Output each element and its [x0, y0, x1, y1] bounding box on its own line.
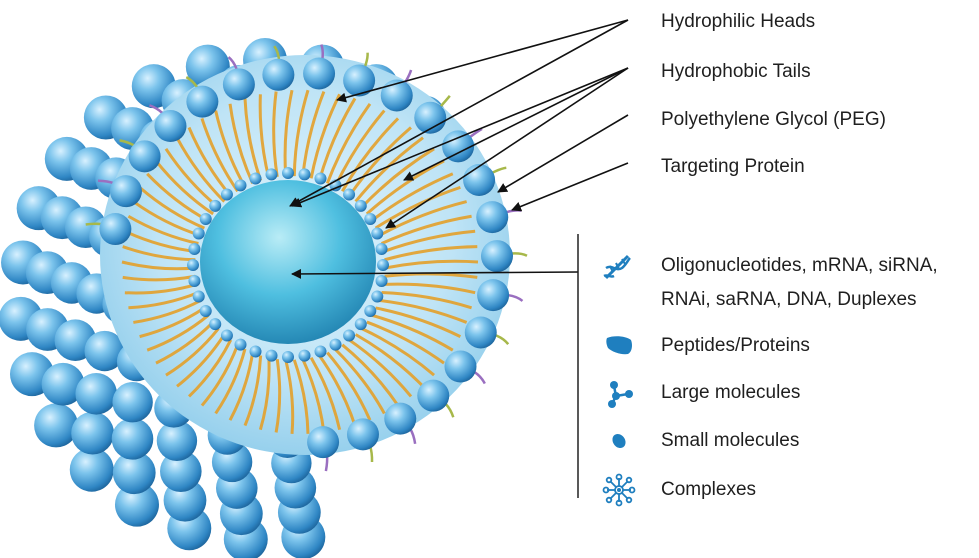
inner-head-ball — [364, 213, 376, 225]
rim-head-ball — [476, 201, 508, 233]
rim-head-ball — [465, 316, 497, 348]
rim-head-ball — [186, 86, 218, 118]
lipid-head-ball — [71, 412, 114, 455]
inner-head-ball — [200, 305, 212, 317]
annotation-arrow — [337, 20, 628, 100]
inner-head-ball — [377, 259, 389, 271]
inner-head-ball — [343, 189, 355, 201]
inner-head-ball — [250, 173, 262, 185]
rim-head-ball — [444, 351, 476, 383]
inner-head-ball — [298, 168, 310, 180]
inner-head-ball — [282, 167, 294, 179]
inner-head-ball — [235, 179, 247, 191]
rim-head-ball — [154, 110, 186, 142]
small-molecule-icon — [602, 424, 636, 458]
lipid-head-ball — [112, 418, 154, 460]
lipid-head-ball — [75, 373, 117, 415]
inner-head-ball — [371, 290, 383, 302]
inner-head-ball — [355, 318, 367, 330]
inner-head-ball — [266, 350, 278, 362]
inner-head-ball — [376, 275, 388, 287]
rim-head-ball — [347, 418, 379, 450]
inner-head-ball — [376, 243, 388, 255]
inner-head-ball — [193, 228, 205, 240]
annotation-arrow — [512, 163, 628, 210]
rim-head-ball — [463, 164, 495, 196]
inner-head-ball — [250, 345, 262, 357]
inner-head-ball — [330, 339, 342, 351]
label-hydrophilic-heads: Hydrophilic Heads — [661, 9, 815, 35]
inner-head-ball — [188, 243, 200, 255]
rim-head-ball — [307, 426, 339, 458]
inner-head-ball — [200, 213, 212, 225]
cargo-label-nucleic-acids-line2: RNAi, saRNA, DNA, Duplexes — [661, 287, 917, 313]
inner-head-ball — [235, 339, 247, 351]
inner-head-ball — [188, 275, 200, 287]
rim-head-ball — [442, 130, 474, 162]
rim-head-ball — [110, 175, 142, 207]
inner-head-ball — [314, 345, 326, 357]
rim-head-ball — [99, 213, 131, 245]
rim-head-ball — [343, 65, 375, 97]
inner-head-ball — [221, 329, 233, 341]
rim-head-ball — [303, 57, 335, 89]
large-molecule-icon — [602, 376, 636, 410]
cargo-label-nucleic-acids-line1: Oligonucleotides, mRNA, siRNA, — [661, 253, 938, 279]
rim-head-ball — [481, 240, 513, 272]
inner-head-ball — [221, 189, 233, 201]
inner-head-ball — [371, 228, 383, 240]
inner-head-ball — [282, 351, 294, 363]
aqueous-core — [200, 180, 376, 344]
cargo-label-small-molecules: Small molecules — [661, 428, 799, 454]
inner-head-ball — [355, 200, 367, 212]
inner-head-ball — [209, 318, 221, 330]
inner-head-ball — [193, 290, 205, 302]
label-targeting-protein: Targeting Protein — [661, 154, 805, 180]
lipid-head-ball — [112, 382, 152, 422]
rim-head-ball — [417, 380, 449, 412]
inner-head-ball — [298, 350, 310, 362]
rim-head-ball — [477, 279, 509, 311]
inner-head-ball — [209, 200, 221, 212]
annotation-arrow — [498, 115, 628, 192]
rim-head-ball — [223, 68, 255, 100]
rim-head-ball — [384, 403, 416, 435]
rim-head-ball — [129, 140, 161, 172]
lipid-head-ball — [34, 403, 78, 447]
cargo-label-complexes: Complexes — [661, 477, 756, 503]
inner-head-ball — [266, 168, 278, 180]
inner-head-ball — [187, 259, 199, 271]
dna-icon — [600, 250, 634, 284]
inner-head-ball — [343, 329, 355, 341]
cargo-label-large-molecules: Large molecules — [661, 380, 800, 406]
label-hydrophobic-tails: Hydrophobic Tails — [661, 59, 811, 85]
cargo-label-peptides: Peptides/Proteins — [661, 333, 810, 359]
rim-head-ball — [262, 59, 294, 91]
complex-icon — [602, 473, 636, 507]
peptide-blob-icon — [602, 328, 636, 362]
inner-head-ball — [364, 305, 376, 317]
inner-head-ball — [314, 173, 326, 185]
label-peg: Polyethylene Glycol (PEG) — [661, 107, 886, 133]
